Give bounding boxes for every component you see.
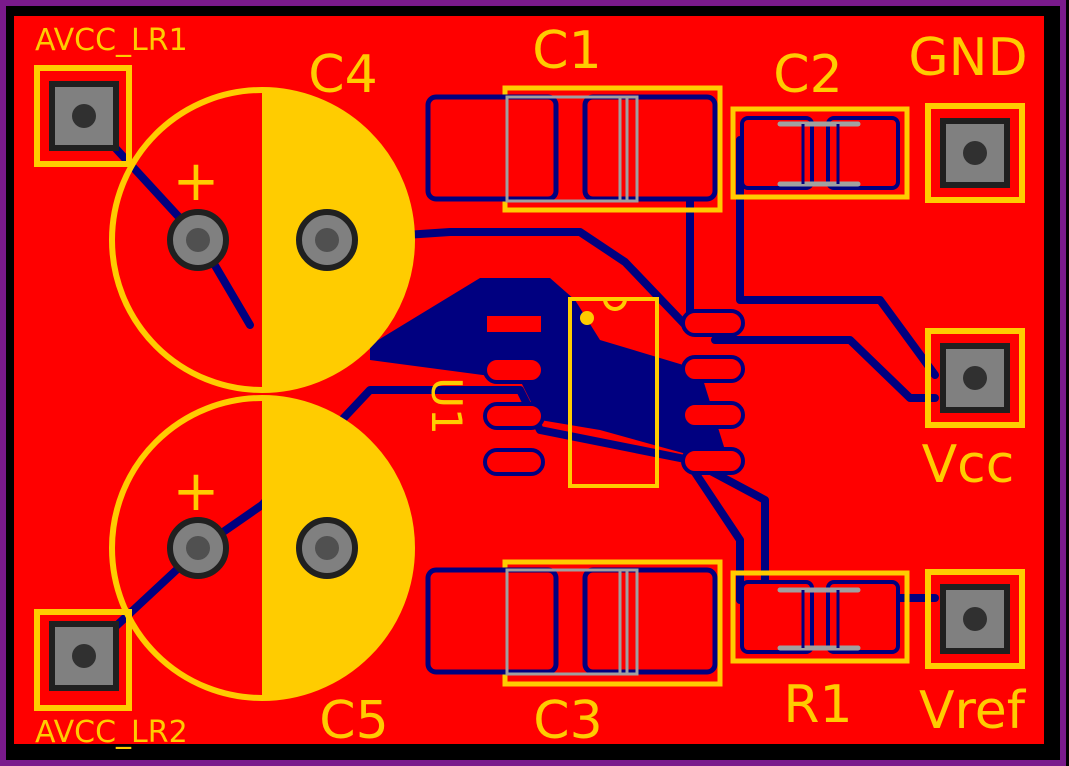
ic-u1 — [483, 297, 745, 488]
connector-avcc-lr2 — [34, 609, 132, 711]
vcc-drill — [963, 366, 987, 390]
label-u1: U1 — [422, 377, 471, 434]
connector-avcc-lr1 — [34, 65, 132, 167]
vref-pad — [940, 584, 1010, 654]
connector-vref — [925, 569, 1025, 669]
c4-plus-sign: + — [173, 149, 220, 214]
c3-pad-right — [582, 567, 718, 675]
label-c4: C4 — [308, 45, 377, 105]
capacitor-c4: + — [109, 87, 415, 393]
vref-silk-box — [925, 569, 1025, 669]
avcc-lr2-silk-box — [34, 609, 132, 711]
c1-courtyard — [505, 95, 639, 203]
c5-plus-sign: + — [173, 459, 220, 524]
label-r1: R1 — [783, 675, 852, 735]
capacitor-c3 — [425, 559, 723, 687]
capacitor-c2 — [730, 106, 910, 200]
bottom-pour-u1 — [370, 278, 725, 455]
capacitor-c5: + — [109, 395, 415, 701]
u1-silk-body — [568, 297, 659, 488]
c2-pad-right — [826, 116, 900, 190]
gnd-drill — [963, 141, 987, 165]
trace-c2-vcc — [736, 136, 939, 379]
c3-courtyard — [505, 568, 639, 676]
avcc-lr2-drill — [72, 644, 96, 668]
c3-pad-left — [425, 567, 559, 675]
u1-notch — [603, 298, 627, 311]
avcc-lr1-drill — [72, 104, 96, 128]
c4-drill-negative — [315, 228, 339, 252]
connector-vcc — [925, 328, 1025, 428]
r1-pad-right — [826, 580, 900, 654]
c5-drill-negative — [315, 536, 339, 560]
avcc-lr1-silk-box — [34, 65, 132, 167]
label-c1: C1 — [532, 21, 601, 81]
u1-pin-4 — [483, 448, 545, 476]
vref-drill — [963, 607, 987, 631]
r1-silk-box — [730, 570, 910, 664]
gnd-silk-box — [925, 103, 1025, 203]
vcc-pad — [940, 343, 1010, 413]
u1-pin-5 — [681, 447, 745, 475]
label-vcc: Vcc — [922, 435, 1015, 495]
trace-u1-c3 — [686, 461, 744, 604]
connector-gnd — [925, 103, 1025, 203]
c5-drill-positive — [186, 536, 210, 560]
label-avcc-lr1: AVCC_LR1 — [35, 23, 188, 58]
c2-pad-left — [740, 116, 814, 190]
u1-pin-3 — [483, 402, 545, 430]
c4-drill-positive — [186, 228, 210, 252]
label-c5: C5 — [319, 691, 388, 751]
r1-pad-left — [740, 580, 814, 654]
label-gnd: GND — [908, 28, 1027, 88]
capacitor-c1 — [425, 85, 723, 213]
u1-pin-8 — [681, 309, 745, 337]
trace-u1-vcc — [711, 336, 939, 402]
resistor-r1 — [730, 570, 910, 664]
u1-pin-1 — [483, 312, 545, 336]
c1-pad-right — [582, 94, 718, 202]
c2-silk-box — [730, 106, 910, 200]
u1-pin1-dot — [580, 311, 594, 325]
c1-pad-left — [425, 94, 559, 202]
label-c2: C2 — [773, 45, 842, 105]
u1-pin-6 — [681, 401, 745, 429]
vcc-silk-box — [925, 328, 1025, 428]
label-avcc-lr2: AVCC_LR2 — [35, 715, 188, 750]
u1-pin-7 — [681, 355, 745, 383]
label-c3: C3 — [533, 691, 602, 751]
u1-pin-2 — [483, 356, 545, 384]
label-vref: Vref — [919, 681, 1027, 741]
